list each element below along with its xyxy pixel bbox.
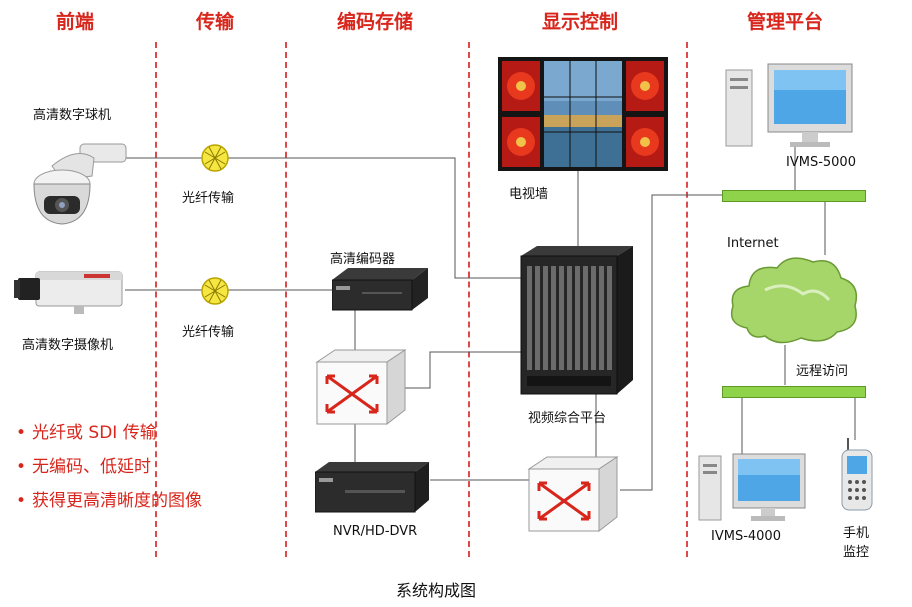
ivms4000-label: IVMS-4000 <box>711 529 781 544</box>
mobile-phone-icon <box>838 436 876 518</box>
fiber-1-icon <box>200 143 230 173</box>
feature-item-2: •无编码、低延时 <box>16 452 151 477</box>
fiber-2-label: 光纤传输 <box>182 325 235 340</box>
nvr-label: NVR/HD-DVR <box>333 524 418 539</box>
column-header-storage: 编码存储 <box>336 11 413 33</box>
network-bar-upper <box>722 190 866 202</box>
column-header-management: 管理平台 <box>746 11 823 33</box>
hd-dome-camera-icon <box>22 136 130 232</box>
hd-encoder-label: 高清编码器 <box>330 252 396 267</box>
tv-wall-icon <box>498 57 668 175</box>
network-switch-1-icon <box>313 348 409 432</box>
bullet-dot: • <box>16 423 27 443</box>
network-switch-2-icon <box>525 455 621 539</box>
divider-3 <box>468 42 470 557</box>
fiber-2-icon <box>200 276 230 306</box>
tv-wall-label: 电视墙 <box>509 187 549 202</box>
feature-text: 光纤或 SDI 传输 <box>32 423 157 443</box>
column-header-display: 显示控制 <box>541 11 618 33</box>
feature-text: 获得更高清晰度的图像 <box>32 491 202 511</box>
divider-1 <box>155 42 157 557</box>
fiber-1-label: 光纤传输 <box>182 191 235 206</box>
video-platform-label: 视频综合平台 <box>528 411 607 426</box>
remote-access-label: 远程访问 <box>796 364 849 379</box>
hd-box-camera-label: 高清数字摄像机 <box>22 338 114 353</box>
ivms5000-workstation-icon <box>724 62 854 158</box>
mobile-label-1: 手机 <box>843 526 870 541</box>
mobile-label-2: 监控 <box>843 545 870 560</box>
hd-box-camera-icon <box>14 266 126 322</box>
nvr-icon <box>314 460 431 520</box>
feature-item-3: •获得更高清晰度的图像 <box>16 486 202 511</box>
bullet-dot: • <box>16 457 27 477</box>
divider-4 <box>686 42 688 557</box>
internet-label: Internet <box>727 236 779 251</box>
internet-cloud-icon <box>725 250 863 354</box>
feature-text: 无编码、低延时 <box>32 457 151 477</box>
ivms4000-workstation-icon <box>697 452 809 528</box>
divider-2 <box>285 42 287 557</box>
hd-encoder-icon <box>331 266 430 320</box>
hd-dome-camera-label: 高清数字球机 <box>33 108 112 123</box>
ivms5000-label: IVMS-5000 <box>786 155 856 170</box>
column-header-transmission: 传输 <box>195 11 234 33</box>
network-bar-lower <box>722 386 866 398</box>
diagram-caption: 系统构成图 <box>396 581 477 600</box>
column-header-frontend: 前端 <box>55 11 94 33</box>
bullet-dot: • <box>16 491 27 511</box>
feature-item-1: •光纤或 SDI 传输 <box>16 418 157 443</box>
video-platform-icon <box>517 244 637 400</box>
